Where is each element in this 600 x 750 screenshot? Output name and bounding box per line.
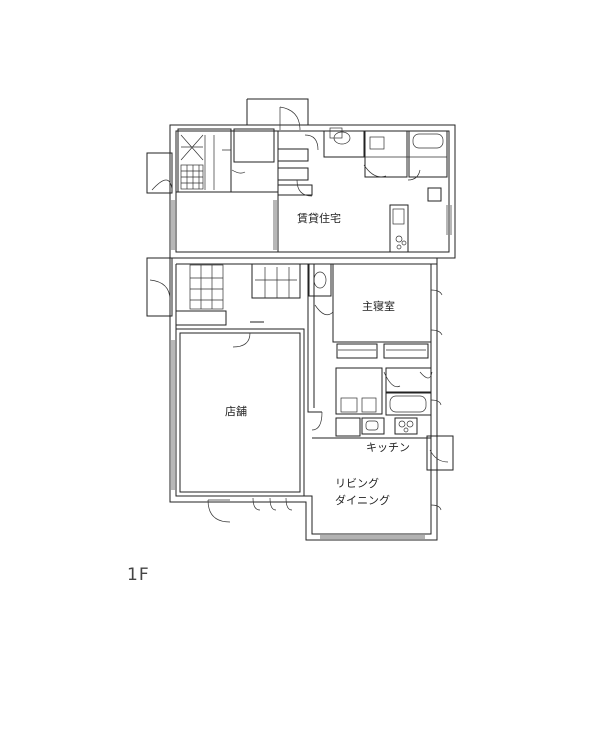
doors <box>149 106 449 523</box>
room-label-dining: ダイニング <box>335 494 390 507</box>
room-label-rental-housing: 賃貸住宅 <box>297 212 341 225</box>
room-label-kitchen: キッチン <box>366 441 410 454</box>
room-label-shop: 店舗 <box>225 405 247 418</box>
room-label-living: リビング <box>335 477 379 490</box>
floor-label: 1F <box>127 565 150 585</box>
interior-walls <box>146 127 454 496</box>
windows <box>171 200 452 539</box>
exterior-walls <box>169 98 456 541</box>
room-label-master-bedroom: 主寝室 <box>362 300 395 313</box>
